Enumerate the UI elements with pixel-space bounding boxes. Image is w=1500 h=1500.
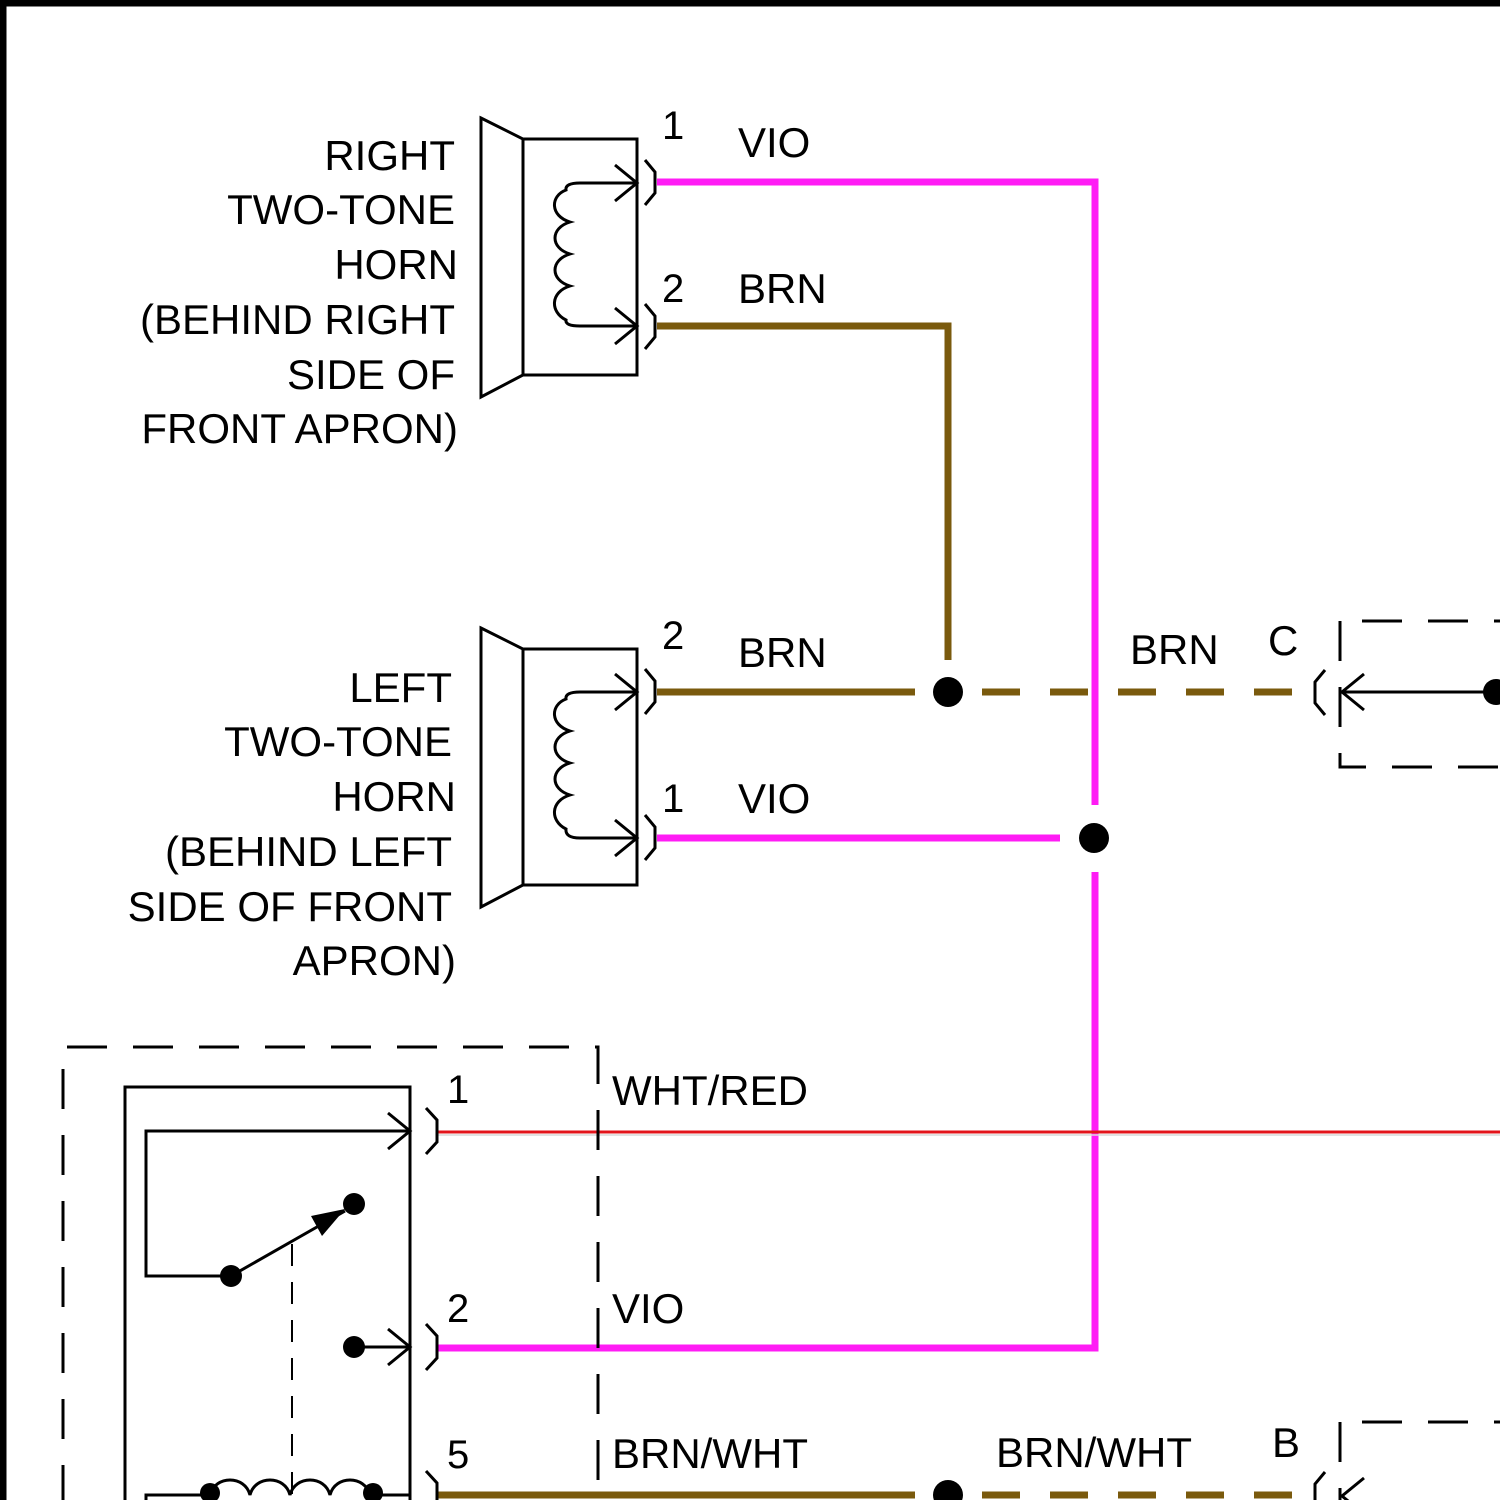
right-horn-label-line-3: HORN: [334, 241, 458, 288]
left-horn-body: [523, 649, 637, 885]
connector-c-terminal-icon: [1315, 670, 1325, 715]
right-horn-label-line-1: RIGHT: [324, 132, 455, 179]
right-horn-pin2-terminal-icon: [645, 304, 655, 349]
left-horn-pin1-wire-label: VIO: [738, 775, 810, 822]
relay-pin5-terminal-icon: [426, 1471, 437, 1500]
left-horn-label-line-4: (BEHIND LEFT: [165, 828, 452, 875]
left-horn-pin2-number: 2: [662, 614, 684, 658]
relay-pin5-wire-label: BRN/WHT: [612, 1430, 808, 1477]
connector-b-arrow-icon: [1342, 1478, 1364, 1500]
left-horn-bell-icon: [481, 628, 523, 907]
connector-c-label: C: [1268, 617, 1298, 664]
relay-pin5-number: 5: [447, 1433, 469, 1477]
right-horn-label-line-6: FRONT APRON): [141, 405, 458, 452]
right-horn-pin1-number: 1: [662, 104, 684, 148]
left-horn-label-line-3: HORN: [332, 773, 456, 820]
connector-c-dot: [1483, 679, 1500, 705]
left-horn: LEFT TWO-TONE HORN (BEHIND LEFT SIDE OF …: [128, 614, 827, 984]
left-horn-label-line-6: APRON): [293, 937, 456, 984]
right-horn-bell-icon: [481, 118, 523, 397]
left-horn-pin1-number: 1: [662, 777, 684, 821]
connector-b-label: B: [1272, 1419, 1300, 1466]
left-horn-label-line-1: LEFT: [349, 664, 452, 711]
relay-pin1-wire-label: WHT/RED: [612, 1067, 808, 1114]
left-horn-pin1-terminal-icon: [645, 815, 655, 860]
left-horn-label-line-5: SIDE OF FRONT: [128, 883, 452, 930]
relay-pin2-number: 2: [447, 1287, 469, 1331]
right-horn-label-line-2: TWO-TONE: [227, 186, 455, 233]
right-horn: RIGHT TWO-TONE HORN (BEHIND RIGHT SIDE O…: [140, 104, 827, 452]
right-horn-label-line-4: (BEHIND RIGHT: [140, 296, 455, 343]
relay-pin1-terminal-icon: [426, 1108, 437, 1154]
right-horn-pin2-wire-label: BRN: [738, 265, 827, 312]
relay-pin1-number: 1: [447, 1068, 469, 1112]
relay-pin2-terminal-icon: [426, 1324, 437, 1370]
connector-c-box-side: [1340, 621, 1500, 767]
relay-body: [125, 1087, 410, 1500]
connector-c: C: [1268, 617, 1500, 767]
connector-b: B: [1272, 1419, 1500, 1500]
left-horn-pin2-terminal-icon: [645, 669, 655, 714]
vio-wire-right-horn: [657, 182, 1095, 805]
right-horn-pin1-wire-label: VIO: [738, 119, 810, 166]
brn-wht-splice-wire-label: BRN/WHT: [996, 1429, 1192, 1476]
left-horn-label-line-2: TWO-TONE: [224, 718, 452, 765]
brn-splice-dot: [933, 677, 963, 707]
vio-splice-dot: [1079, 823, 1109, 853]
relay-pin2-wire-label: VIO: [612, 1285, 684, 1332]
left-horn-pin2-wire-label: BRN: [738, 629, 827, 676]
brn-splice-wire-label: BRN: [1130, 626, 1219, 673]
horn-relay: 1 WHT/RED 2 VIO 5 BRN/WHT: [63, 1047, 808, 1500]
right-horn-pin2-number: 2: [662, 267, 684, 311]
brn-wire-right-horn: [657, 326, 948, 660]
relay-switch-contact-dot: [343, 1193, 365, 1215]
right-horn-label-line-5: SIDE OF: [287, 351, 455, 398]
right-horn-pin1-terminal-icon: [645, 160, 655, 205]
brn-wht-splice-dot: [933, 1480, 963, 1500]
connector-b-terminal-icon: [1315, 1472, 1325, 1500]
